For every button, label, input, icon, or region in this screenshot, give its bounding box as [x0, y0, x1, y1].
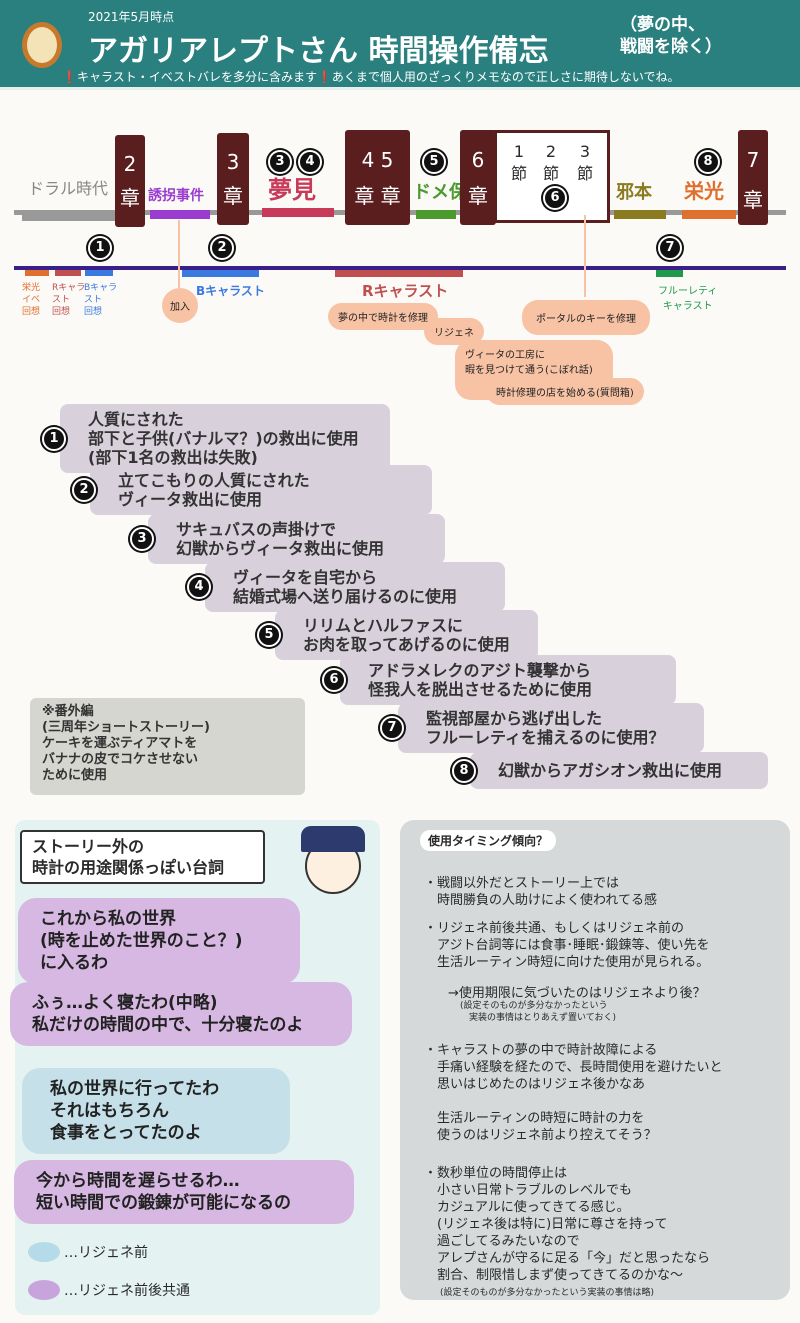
label-b-story-recall: Bキャラ スト 回想	[84, 283, 118, 317]
use-item-2: 2 立てこもりの人質にされた ヴィータ救出に使用	[72, 465, 432, 515]
bar-fleurety-story	[656, 270, 683, 277]
marker-5: 5	[422, 150, 446, 174]
era-bar-evilbook	[614, 210, 666, 219]
chapter-7: 7 章	[738, 130, 768, 225]
marker-3: 3	[268, 150, 292, 174]
marker-2: 2	[210, 236, 234, 260]
marker-7: 7	[658, 236, 682, 260]
quote-1: これから私の世界 (時を止めた世界のこと？) に入るわ	[18, 898, 300, 984]
timeline-lower-line	[14, 266, 786, 270]
era-label-dream: 夢見	[268, 176, 316, 204]
era-label-doral: ドラル時代	[28, 179, 109, 198]
legend-swatch-before	[28, 1242, 60, 1262]
trend-1: ・戦闘以外だとストーリー上では 時間勝負の人助けによく使われてる感	[424, 876, 657, 908]
section-1: 1 節	[511, 142, 528, 183]
bubble-portal-key: ポータルのキーを修理	[522, 300, 650, 335]
date-label: 2021年5月時点	[88, 10, 175, 24]
chapter-3: 3 章	[217, 133, 249, 225]
connector-join	[178, 220, 180, 288]
legend-swatch-both	[28, 1280, 60, 1300]
bar-r-story-recall	[55, 270, 81, 276]
era-bar-doral	[22, 212, 117, 221]
bubble-clock-shop: 時計修理の店を始める(質問箱)	[486, 378, 644, 405]
quotes-title: ストーリー外の 時計の用途関係っぽい台詞	[20, 830, 265, 884]
trend-2: ・リジェネ前後共通、もしくはリジェネ前の アジト台詞等には食事･睡眠･鍛錬等、使…	[424, 921, 710, 970]
marker-icon: 8	[452, 758, 476, 783]
bubble-join: 加入	[162, 288, 198, 323]
marker-icon: 4	[187, 575, 211, 599]
marker-icon: 3	[130, 527, 154, 551]
label-b-story: Bキャラスト	[196, 284, 265, 298]
era-label-evilbook: 邪本	[616, 182, 652, 203]
bar-glory-event	[25, 270, 49, 276]
era-bar-kidnap	[150, 210, 210, 219]
use-text: 監視部屋から逃げ出した フルーレティを捕えるのに使用？	[426, 709, 665, 747]
use-item-7: 7 監視部屋から逃げ出した フルーレティを捕えるのに使用？	[380, 703, 704, 753]
label-r-story-recall: Rキャラ スト 回想	[52, 283, 86, 317]
spoiler-warning: ❗キャラスト・イベストバレを多分に含みます❗あくまで個人用のざっくりメモなので正…	[62, 70, 680, 84]
use-item-8: 8 幻獣からアガシオン救出に使用	[452, 752, 768, 789]
use-text: ヴィータを自宅から 結婚式場へ送り届けるのに使用	[233, 568, 458, 606]
use-item-6: 6 アドラメレクのアジト襲撃から 怪我人を脱出させるために使用	[322, 655, 676, 705]
era-label-glory: 栄光	[684, 179, 724, 203]
header-banner: 2021年5月時点 アガリアレプトさん 時間操作備忘 （夢の中、 戦闘を除く） …	[0, 0, 800, 90]
era-label-domeho: ドメ保	[413, 182, 467, 203]
trend-3: ・キャラストの夢の中で時計故障による 手痛い経験を経たので、長時間使用を避けたい…	[424, 1043, 723, 1092]
era-bar-domeho	[416, 210, 456, 219]
avatar	[301, 826, 365, 894]
trend-2-arrow: →使用期限に気づいたのはリジェネより後？	[448, 986, 706, 1001]
marker-6: 6	[543, 186, 567, 210]
extra-note: ※番外編 (三周年ショートストーリー) ケーキを運ぶティアマトを バナナの皮でコ…	[30, 698, 305, 795]
bar-b-story-recall	[85, 270, 113, 276]
chapter-6: 6 章	[460, 130, 496, 225]
chapter-4-5: 4 5 章 章	[345, 130, 410, 225]
trend-5-note: (設定そのものが多分なかったという実装の事情は略)	[440, 1288, 655, 1298]
legend-label-before: …リジェネ前	[64, 1245, 148, 1261]
use-text: 幻獣からアガシオン救出に使用	[498, 761, 723, 780]
era-bar-dream	[262, 208, 334, 217]
section-2: 2 節	[543, 142, 560, 183]
label-fleurety-story: フルーレティ キャラスト	[658, 286, 718, 312]
era-bar-glory	[682, 210, 736, 219]
bar-b-story	[182, 270, 259, 277]
marker-icon: 5	[257, 623, 281, 647]
marker-icon: 7	[380, 716, 404, 740]
use-item-5: 5 リリムとハルファスに お肉を取ってあげるのに使用	[257, 610, 538, 660]
legend-label-both: …リジェネ前後共通	[64, 1283, 190, 1299]
trend-2-note: (設定そのものが多分なかったという 実装の事情はとりあえず置いておく)	[460, 1001, 616, 1023]
use-text: アドラメレクのアジト襲撃から 怪我人を脱出させるために使用	[368, 661, 593, 699]
marker-8: 8	[696, 150, 720, 174]
marker-icon: 1	[42, 426, 66, 451]
chapter-2: 2 章	[115, 135, 145, 227]
clock-icon	[22, 22, 62, 68]
use-item-3: 3 サキュバスの声掛けで 幻獣からヴィータ救出に使用	[130, 514, 445, 564]
use-item-1: 1 人質にされた 部下と子供(バナルマ？)の救出に使用 (部下1名の救出は失敗)	[42, 404, 390, 473]
use-text: 立てこもりの人質にされた ヴィータ救出に使用	[118, 471, 310, 509]
use-text: サキュバスの声掛けで 幻獣からヴィータ救出に使用	[176, 520, 385, 558]
use-text: 人質にされた 部下と子供(バナルマ？)の救出に使用 (部下1名の救出は失敗)	[88, 410, 359, 467]
marker-1: 1	[88, 236, 112, 260]
bubble-dream-repair: 夢の中で時計を修理	[328, 303, 438, 330]
marker-icon: 6	[322, 668, 346, 692]
section-3: 3 節	[577, 142, 594, 183]
label-glory-event: 栄光 イベ 回想	[22, 283, 41, 317]
marker-4: 4	[298, 150, 322, 174]
quote-2: ふぅ…よく寝たわ(中略) 私だけの時間の中で、十分寝たのよ	[10, 982, 352, 1046]
label-r-story: Rキャラスト	[362, 282, 449, 300]
use-text: リリムとハルファスに お肉を取ってあげるのに使用	[303, 616, 510, 654]
page-title: アガリアレプトさん 時間操作備忘	[88, 34, 549, 69]
trends-panel: 使用タイミング傾向？ ・戦闘以外だとストーリー上では 時間勝負の人助けによく使わ…	[400, 820, 790, 1300]
era-label-kidnap: 誘拐事件	[148, 188, 204, 204]
trend-5: ・数秒単位の時間停止は 小さい日常トラブルのレベルでも カジュアルに使ってきてる…	[424, 1166, 711, 1283]
quote-4: 今から時間を遅らせるわ… 短い時間での鍛錬が可能になるの	[14, 1160, 354, 1224]
quote-3: 私の世界に行ってたわ それはもちろん 食事をとってたのよ	[22, 1068, 290, 1154]
hat-icon	[301, 826, 365, 852]
trends-title: 使用タイミング傾向？	[420, 830, 557, 851]
use-item-4: 4 ヴィータを自宅から 結婚式場へ送り届けるのに使用	[187, 562, 505, 612]
marker-icon: 2	[72, 478, 96, 502]
title-scope: （夢の中、 戦闘を除く）	[620, 15, 722, 57]
connector-portal	[584, 215, 586, 297]
trend-4: 生活ルーティンの時短に時計の力を 使うのはリジェネ前より控えてそう？	[437, 1111, 657, 1143]
bar-r-story	[335, 270, 463, 277]
